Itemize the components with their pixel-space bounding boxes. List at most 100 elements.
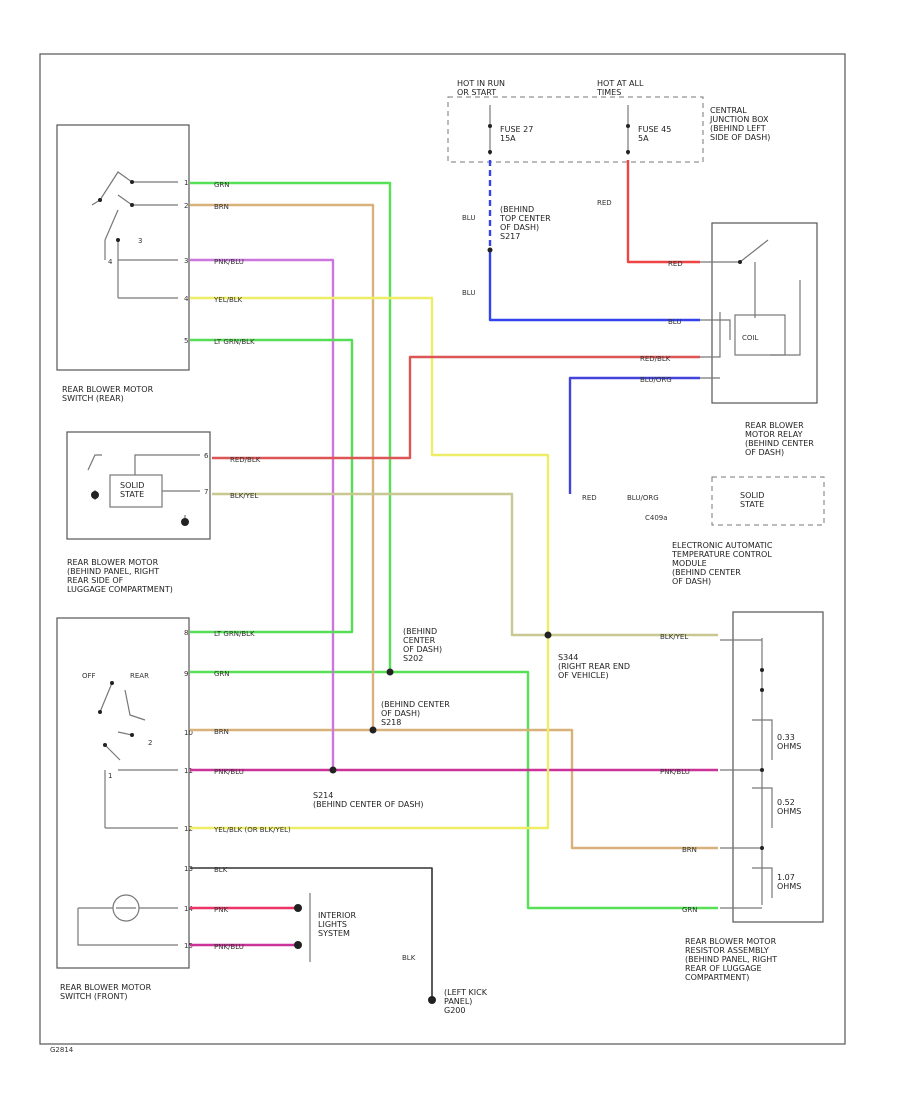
wire-label: GRN: [682, 906, 698, 914]
pin-label: 3: [184, 257, 188, 265]
wire-brn-res: [373, 728, 718, 850]
pin-label: 10: [184, 729, 193, 737]
wire-label: BLK/YEL: [660, 633, 688, 641]
wire-label: PNK/BLU: [214, 943, 244, 951]
pin-label: 9: [184, 670, 188, 678]
pin-label: 1: [184, 179, 188, 187]
wire-label: YEL/BLK: [213, 296, 243, 304]
splice-s214: [329, 766, 337, 774]
wire-lt-grn-blk: [190, 338, 354, 634]
splice-s218: [369, 726, 377, 734]
wire-label: PNK/BLU: [214, 258, 244, 266]
switch-mark-3: 3: [138, 237, 142, 245]
pin-label: 8: [184, 629, 188, 637]
wire-red: [626, 160, 700, 264]
wire-blk-yel: [212, 492, 718, 637]
wire-label: LT GRN/BLK: [214, 338, 255, 346]
pin-label: 7: [204, 488, 208, 496]
ground-g200: [428, 996, 436, 1004]
s214-label: S214(BEHIND CENTER OF DASH): [313, 791, 424, 809]
wire-label: BLK: [214, 866, 228, 874]
wire-yel-blk: [190, 296, 550, 830]
wire-label: PNK: [214, 906, 228, 914]
wire-label: BRN: [214, 203, 229, 211]
pin-label: 5: [184, 337, 188, 345]
wire-label: BLK/YEL: [230, 492, 258, 500]
wire-blu: [488, 250, 700, 322]
wire-label: GRN: [214, 181, 230, 189]
pin-label: 14: [184, 905, 193, 913]
interior-connector: [294, 904, 302, 912]
splice-s344: [544, 631, 552, 639]
wire-brn: [190, 203, 375, 732]
wire-red-blk: [212, 355, 700, 460]
switch-mark-2: 2: [148, 739, 152, 747]
wire-label: RED/BLK: [230, 456, 261, 464]
diagram-code: G2814: [50, 1046, 74, 1054]
wire-label: BLU: [668, 318, 681, 326]
rear-label: REAR: [130, 672, 149, 680]
wire-label: LT GRN/BLK: [214, 630, 255, 638]
wire-pnk-blu: [190, 258, 335, 770]
pin-label: 2: [184, 202, 188, 210]
switch-mark-4: 4: [108, 258, 113, 266]
blu-mid-label: BLU: [462, 289, 475, 297]
wire-label: PNK/BLU: [660, 768, 690, 776]
off-label: OFF: [82, 672, 96, 680]
wire-label: YEL/BLK (OR BLK/YEL): [213, 826, 291, 834]
wire-label: RED: [668, 260, 683, 268]
red-cjb-label: RED: [597, 199, 612, 207]
c409a-label: C409a: [645, 514, 668, 522]
wire-blk: [190, 867, 433, 998]
pin-label: 13: [184, 865, 193, 873]
wire-label: RED/BLK: [640, 355, 671, 363]
wire-label: BRN: [214, 728, 229, 736]
wire-label: BLU/ORG: [640, 376, 672, 384]
wire-label: GRN: [214, 670, 230, 678]
splice-s202: [386, 668, 394, 676]
pin-label: 11: [184, 767, 193, 775]
wire-label: PNK/BLU: [214, 768, 244, 776]
interior-connector: [294, 941, 302, 949]
red-module-label: RED: [582, 494, 597, 502]
pin-label: 4: [184, 295, 189, 303]
pin-label: 12: [184, 825, 193, 833]
wire-blu-org: [568, 376, 700, 494]
wire-label: BRN: [682, 846, 697, 854]
pin-label: 15: [184, 942, 193, 950]
blk-ground-label: BLK: [402, 954, 416, 962]
wire-grn-res: [390, 670, 718, 910]
splice-s217: [487, 247, 493, 253]
relay-coil-label: COIL: [742, 334, 758, 342]
diagram-border: [39, 53, 846, 1045]
pin-label: 6: [204, 452, 209, 460]
